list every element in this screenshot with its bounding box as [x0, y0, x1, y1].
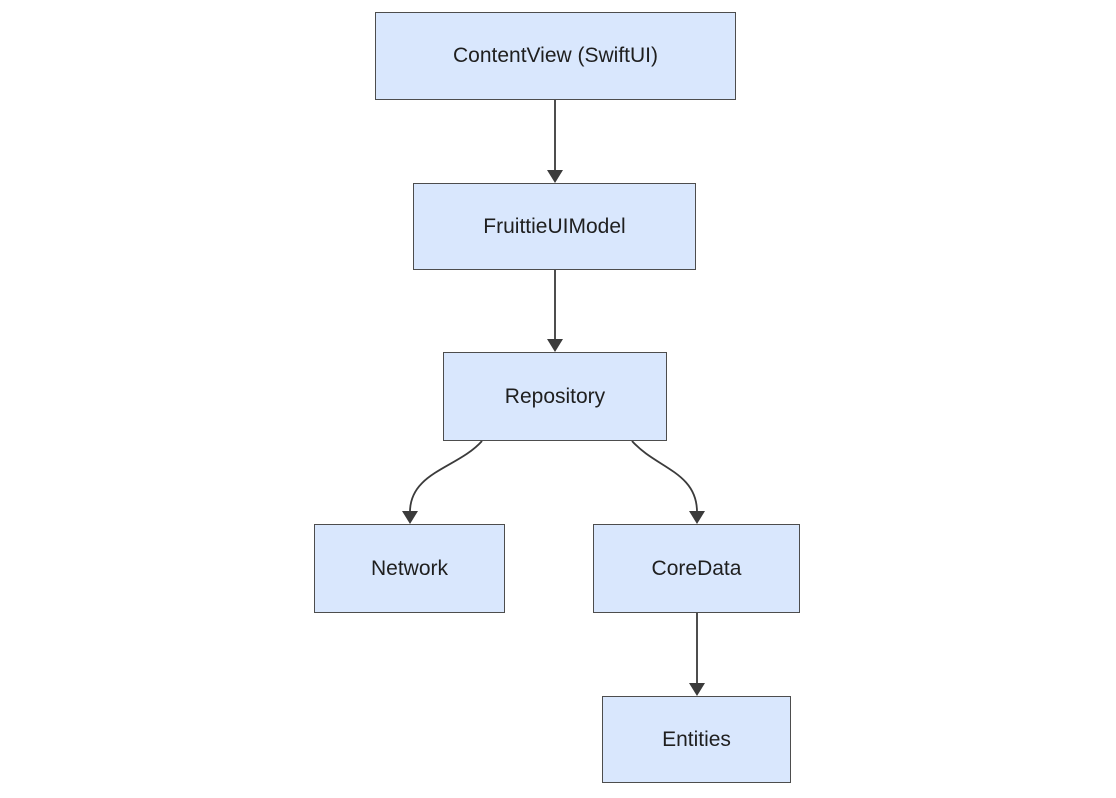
node-network: Network	[314, 524, 505, 613]
node-fruittieuimodel: FruittieUIModel	[413, 183, 696, 270]
node-label: FruittieUIModel	[483, 214, 626, 238]
node-coredata: CoreData	[593, 524, 800, 613]
node-repository: Repository	[443, 352, 667, 441]
arrowhead-icon	[689, 683, 705, 696]
edge-contentview-to-fruittieuimodel	[547, 100, 563, 183]
node-label: Repository	[504, 384, 606, 408]
node-contentview: ContentView (SwiftUI)	[375, 12, 736, 100]
node-label: Network	[370, 556, 449, 580]
node-label: Entities	[662, 727, 731, 751]
edge-repository-to-network	[402, 440, 483, 524]
arrowhead-icon	[689, 511, 705, 524]
arrowhead-icon	[547, 339, 563, 352]
edge-fruittieuimodel-to-repository	[547, 270, 563, 352]
arrowhead-icon	[402, 511, 418, 524]
arrowhead-icon	[547, 170, 563, 183]
node-entities: Entities	[602, 696, 791, 783]
node-label: ContentView (SwiftUI)	[452, 44, 659, 68]
edge-coredata-to-entities	[689, 613, 705, 696]
edge-repository-to-coredata	[631, 440, 705, 524]
node-label: CoreData	[651, 556, 742, 580]
